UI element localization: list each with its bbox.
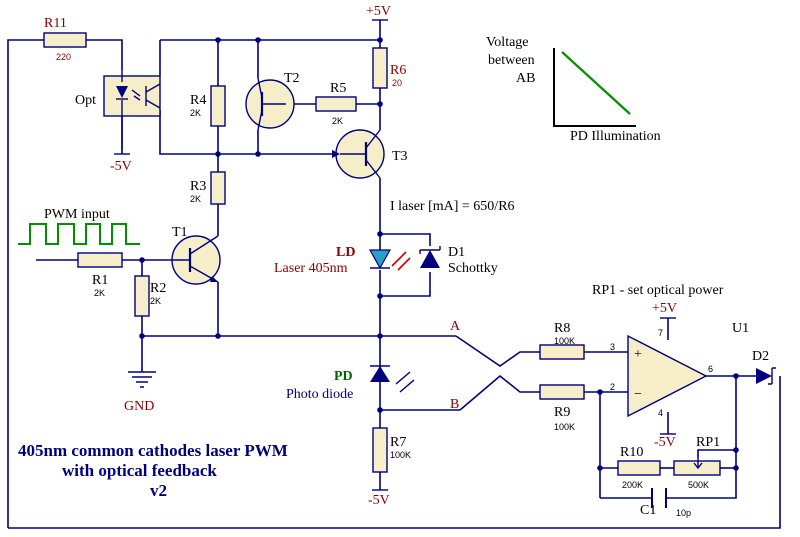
graph-ylabel-2: between bbox=[488, 53, 535, 68]
opt-ref: Opt bbox=[75, 93, 96, 108]
graph-ylabel-3: AB bbox=[516, 71, 535, 86]
d2-ref: D2 bbox=[752, 349, 769, 364]
gnd-symbol bbox=[128, 371, 156, 388]
r10-value: 200K bbox=[622, 480, 643, 490]
t1-transistor bbox=[168, 235, 221, 285]
rp1-value: 500K bbox=[688, 480, 709, 490]
opamp-pin7: 7 bbox=[658, 328, 663, 338]
i-laser-label: I laser [mA] = 650/R6 bbox=[390, 199, 515, 214]
r6-ref: R6 bbox=[390, 63, 406, 78]
r1-value: 2K bbox=[94, 288, 105, 298]
u1-ref: U1 bbox=[732, 321, 749, 336]
c1-ref: C1 bbox=[640, 503, 656, 518]
t2-transistor bbox=[245, 77, 295, 131]
node-a-label: A bbox=[450, 319, 461, 334]
pwm-waveform bbox=[18, 223, 140, 245]
vminus-opt-symbol bbox=[114, 150, 130, 155]
r2-value: 2K bbox=[150, 296, 161, 306]
rp1-ref: RP1 bbox=[696, 435, 720, 450]
junctions bbox=[139, 37, 739, 471]
u1-opamp bbox=[627, 334, 708, 418]
title-line2: with optical feedback bbox=[62, 461, 217, 480]
r1-ref: R1 bbox=[92, 273, 108, 288]
r11-body bbox=[43, 32, 87, 48]
d1-desc: Schottky bbox=[448, 261, 498, 276]
opamp-plus: + bbox=[634, 347, 642, 362]
gnd-label: GND bbox=[124, 399, 154, 414]
pwm-input-label: PWM input bbox=[44, 207, 110, 222]
title-line3: v2 bbox=[150, 481, 167, 500]
opamp-pin6: 6 bbox=[708, 364, 713, 374]
vminus-opamp-label: -5V bbox=[654, 435, 676, 450]
c1-value: 10p bbox=[676, 508, 691, 518]
r3-body bbox=[210, 171, 226, 205]
r5-body bbox=[315, 96, 357, 112]
r6-value: 20 bbox=[392, 78, 402, 88]
t3-ref: T3 bbox=[392, 149, 408, 164]
r2-body bbox=[134, 275, 150, 317]
opamp-minus: − bbox=[634, 387, 642, 402]
r5-value: 2K bbox=[332, 116, 343, 126]
r3-ref: R3 bbox=[190, 179, 206, 194]
t3-transistor bbox=[332, 129, 385, 179]
opamp-pin3: 3 bbox=[610, 342, 615, 352]
rp1-note: RP1 - set optical power bbox=[592, 283, 724, 298]
r2-ref: R2 bbox=[150, 281, 166, 296]
r7-value: 100K bbox=[390, 450, 411, 460]
t1-ref: T1 bbox=[172, 225, 188, 240]
opt-optocoupler bbox=[103, 70, 161, 150]
r10-ref: R10 bbox=[620, 445, 643, 460]
graph-ylabel-1: Voltage bbox=[486, 35, 529, 50]
r11-value: 220 bbox=[56, 52, 71, 62]
r8-body bbox=[539, 344, 585, 360]
node-b-label: B bbox=[450, 397, 459, 412]
r4-body bbox=[210, 85, 226, 127]
wires bbox=[7, 20, 781, 529]
opamp-pin2: 2 bbox=[610, 382, 615, 392]
r8-ref: R8 bbox=[554, 321, 570, 336]
r9-ref: R9 bbox=[554, 405, 570, 420]
d1-schottky-diode bbox=[419, 246, 441, 268]
r11-ref: R11 bbox=[44, 16, 67, 31]
r4-ref: R4 bbox=[190, 93, 206, 108]
title-line1: 405nm common cathodes laser PWM bbox=[18, 441, 288, 460]
pd-photo-diode bbox=[370, 365, 415, 393]
rp1-potentiometer bbox=[673, 458, 721, 476]
r9-value: 100K bbox=[554, 422, 575, 432]
opamp-pin4: 4 bbox=[658, 408, 663, 418]
vminus-opt-label: -5V bbox=[110, 159, 132, 174]
r9-body bbox=[539, 384, 585, 400]
r6-body bbox=[372, 47, 388, 89]
inset-graph bbox=[553, 48, 636, 127]
r3-value: 2K bbox=[190, 194, 201, 204]
r1-body bbox=[77, 252, 123, 268]
t2-ref: T2 bbox=[284, 71, 300, 86]
r8-value: 100K bbox=[554, 336, 575, 346]
graph-line bbox=[561, 51, 631, 115]
c1-capacitor bbox=[651, 488, 667, 508]
vminus-r7-label: -5V bbox=[368, 493, 390, 508]
r5-ref: R5 bbox=[330, 81, 346, 96]
pd-ref: PD bbox=[334, 369, 353, 384]
ld-laser-diode bbox=[368, 249, 411, 271]
graph-xlabel: PD Illumination bbox=[570, 129, 661, 144]
r10-body bbox=[617, 460, 661, 476]
ld-desc: Laser 405nm bbox=[274, 261, 348, 276]
r7-ref: R7 bbox=[390, 435, 406, 450]
vplus-top-label: +5V bbox=[366, 4, 391, 19]
pd-desc: Photo diode bbox=[286, 387, 353, 402]
d1-ref: D1 bbox=[448, 245, 465, 260]
r7-body bbox=[372, 427, 388, 473]
ld-ref: LD bbox=[336, 245, 355, 260]
vplus-opamp-label: +5V bbox=[652, 301, 677, 316]
d2-diode bbox=[756, 367, 776, 385]
r4-value: 2K bbox=[190, 108, 201, 118]
